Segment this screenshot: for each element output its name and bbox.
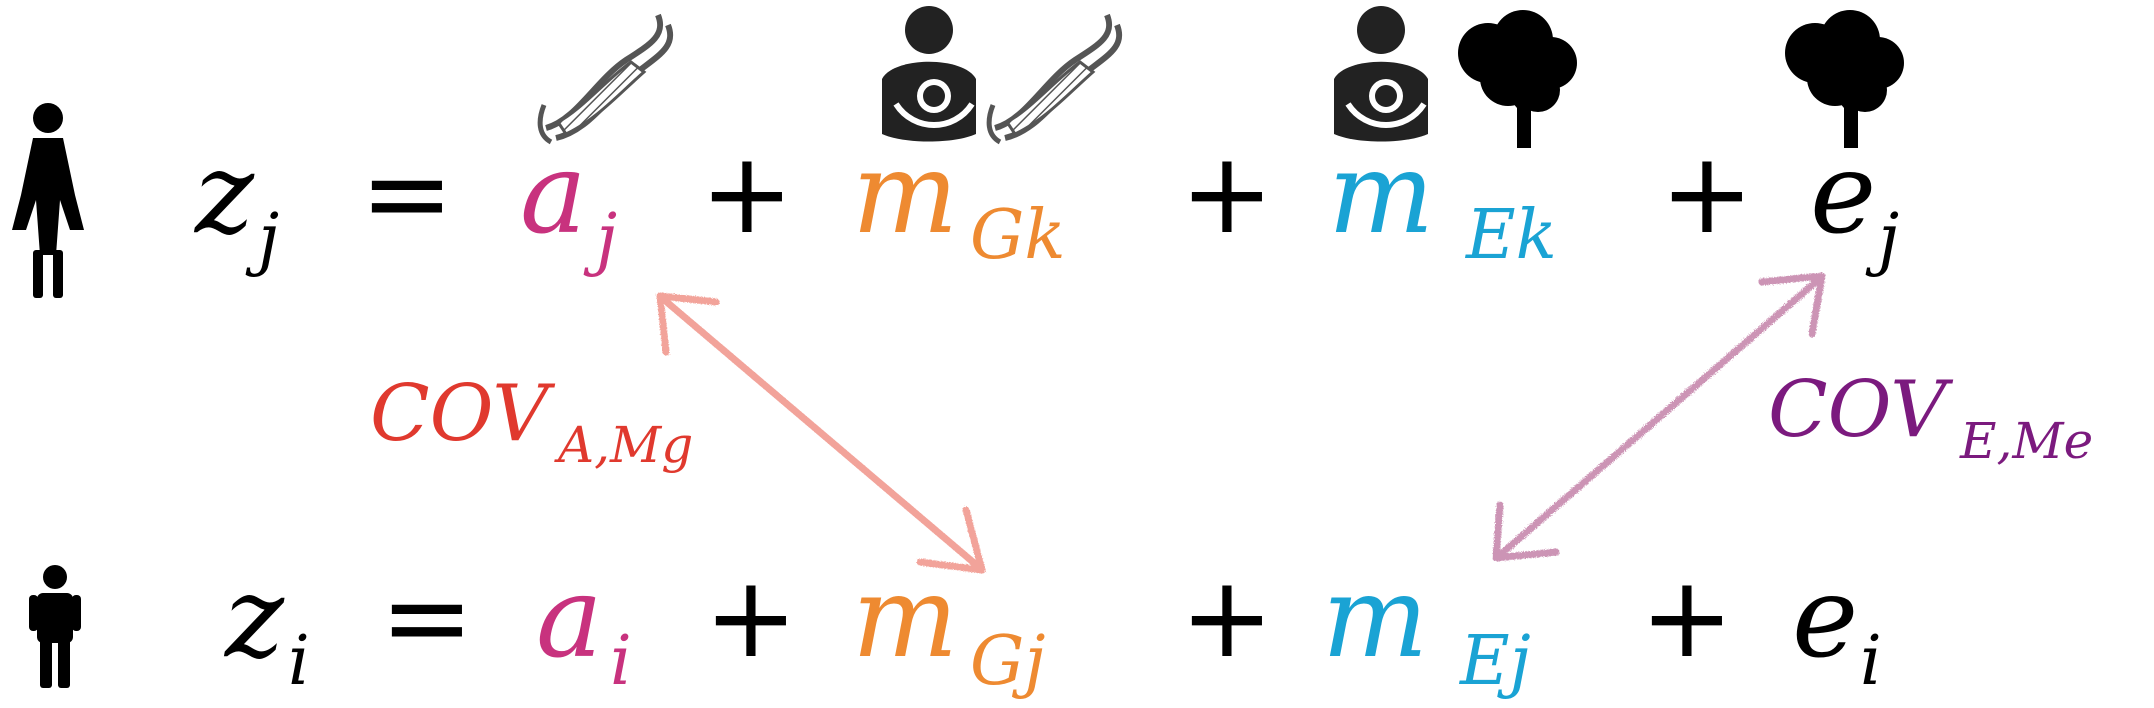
child-a-sub: i bbox=[610, 622, 632, 701]
child-plus-2: + bbox=[1180, 553, 1274, 683]
child-me-sub: Ej bbox=[1458, 622, 1531, 701]
mother-me: m bbox=[1328, 129, 1434, 259]
child-z: z bbox=[223, 553, 285, 683]
child-a: a bbox=[536, 553, 603, 683]
child-e: e bbox=[1792, 553, 1858, 683]
child-mg-sub: Gj bbox=[970, 622, 1045, 701]
mother-child-icon bbox=[882, 6, 976, 142]
child-equals: = bbox=[380, 553, 474, 683]
boy-icon bbox=[29, 565, 81, 688]
child-plus-1: + bbox=[704, 553, 798, 683]
mother-child-icon bbox=[1334, 6, 1428, 142]
mother-equation: z j = a j + m Gk + m Ek + e j bbox=[193, 129, 1899, 279]
child-e-sub: i bbox=[1860, 622, 1882, 701]
dna-icon bbox=[537, 13, 674, 145]
mother-me-sub: Ek bbox=[1464, 196, 1557, 275]
mother-z: z bbox=[193, 129, 255, 259]
cov-environmental-main: COV bbox=[1768, 365, 1953, 455]
child-mg: m bbox=[852, 553, 958, 683]
mother-plus-3: + bbox=[1660, 129, 1754, 259]
child-z-sub: i bbox=[288, 622, 310, 701]
covariance-arrow-environmental bbox=[1492, 272, 1826, 562]
mother-mg: m bbox=[852, 129, 958, 259]
mother-equals: = bbox=[360, 129, 454, 259]
mother-mg-sub: Gk bbox=[970, 196, 1066, 275]
child-me: m bbox=[1322, 553, 1428, 683]
tree-icon bbox=[1458, 10, 1577, 148]
child-plus-3: + bbox=[1640, 553, 1734, 683]
cov-genetic-sub: A,Mg bbox=[554, 416, 693, 474]
mother-a-sub: j bbox=[583, 200, 617, 279]
cov-genetic-label: COV A,Mg bbox=[370, 369, 693, 474]
woman-icon bbox=[12, 103, 84, 298]
mother-plus-1: + bbox=[700, 129, 794, 259]
child-equation: z i = a i + m Gj + m Ej + e i bbox=[223, 553, 1882, 701]
mother-a: a bbox=[520, 129, 587, 259]
cov-genetic-main: COV bbox=[370, 369, 555, 459]
mother-plus-2: + bbox=[1180, 129, 1274, 259]
mother-e: e bbox=[1810, 129, 1876, 259]
covariance-arrow-genetic bbox=[656, 292, 986, 574]
cov-environmental-label: COV E,Me bbox=[1768, 365, 2093, 470]
dna-icon bbox=[986, 13, 1123, 145]
cov-environmental-sub: E,Me bbox=[1959, 412, 2093, 470]
tree-icon bbox=[1785, 10, 1904, 148]
